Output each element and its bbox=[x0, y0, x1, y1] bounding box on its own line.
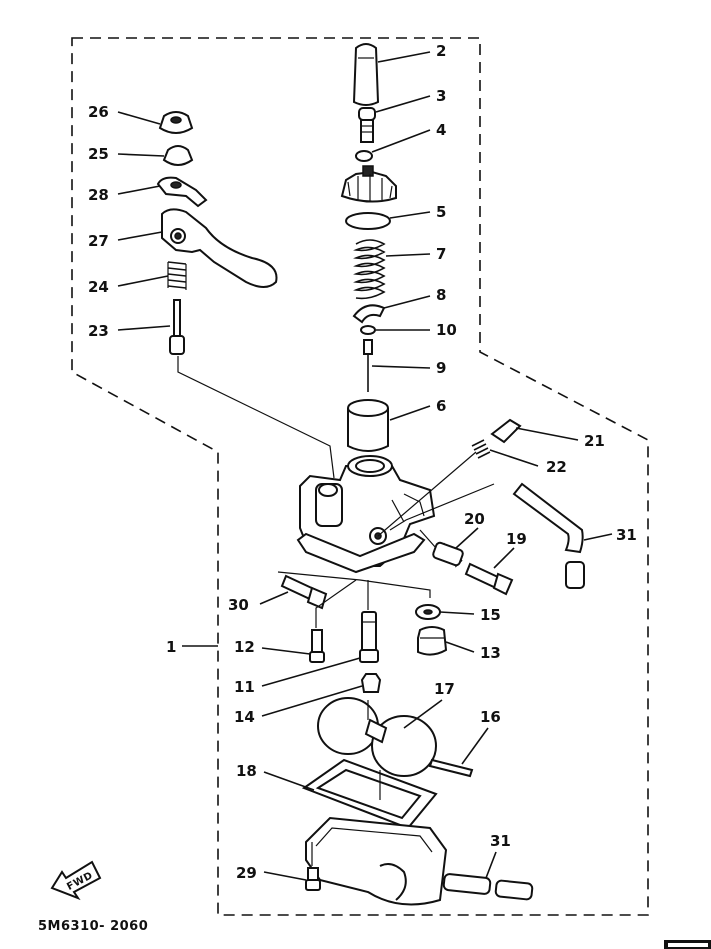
callout-15: 15 bbox=[480, 606, 501, 624]
callout-1: 1 bbox=[166, 638, 176, 656]
guide-line-vent bbox=[389, 483, 495, 531]
part-13-jet-holder bbox=[417, 626, 448, 656]
callout-24: 24 bbox=[88, 278, 109, 296]
part-29-drain-screw bbox=[305, 867, 321, 891]
carburetor-body bbox=[296, 455, 436, 574]
callout-20: 20 bbox=[464, 510, 485, 528]
part-19-throttle-stop-screw bbox=[464, 562, 514, 596]
part-26-cap bbox=[158, 111, 194, 134]
callout-6: 6 bbox=[436, 397, 446, 415]
callout-8: 8 bbox=[436, 286, 446, 304]
part-30-bolt bbox=[280, 574, 328, 610]
callout-31-top: 31 bbox=[616, 526, 637, 544]
part-6-throttle-valve bbox=[347, 399, 389, 452]
callout-25: 25 bbox=[88, 145, 109, 163]
float-bowl bbox=[305, 816, 448, 906]
part-24-spring bbox=[167, 261, 187, 290]
callout-21: 21 bbox=[584, 432, 605, 450]
fwd-arrow-icon: FWD bbox=[50, 860, 102, 901]
callout-4: 4 bbox=[436, 121, 446, 139]
part-28-bracket bbox=[156, 176, 208, 208]
part-7-throttle-spring bbox=[353, 239, 386, 300]
guide-line-underside bbox=[277, 571, 431, 598]
guide-line-throttle-stop bbox=[419, 529, 437, 549]
guide-line-air-screw bbox=[377, 451, 477, 537]
guide-line-bowl bbox=[311, 700, 381, 866]
part-31-drain-hose bbox=[442, 873, 534, 901]
part-16-float-pin bbox=[428, 758, 474, 778]
callout-3: 3 bbox=[436, 87, 446, 105]
leader-lines bbox=[117, 51, 613, 881]
callout-9: 9 bbox=[436, 359, 446, 377]
callout-22: 22 bbox=[546, 458, 567, 476]
part-21-air-screw bbox=[490, 418, 522, 444]
callout-11: 11 bbox=[234, 678, 255, 696]
part-2-rubber-cap bbox=[352, 43, 380, 106]
part-23-starter-plunger bbox=[169, 299, 185, 355]
part-8-retainer-plate bbox=[352, 304, 386, 324]
part-20-spring bbox=[432, 541, 464, 568]
callout-26: 26 bbox=[88, 103, 109, 121]
callout-13: 13 bbox=[480, 644, 501, 662]
callout-29: 29 bbox=[236, 864, 257, 882]
part-4-clip bbox=[355, 150, 373, 162]
callout-12: 12 bbox=[234, 638, 255, 656]
guide-line-jets bbox=[315, 579, 369, 628]
callout-2: 2 bbox=[436, 42, 446, 60]
part-25-washer bbox=[162, 145, 194, 166]
guide-line-starter bbox=[177, 356, 335, 479]
callout-5: 5 bbox=[436, 203, 446, 221]
callout-27: 27 bbox=[88, 232, 109, 250]
part-27-starter-lever bbox=[161, 208, 278, 288]
part-10-needle-clip bbox=[360, 325, 376, 335]
part-11-needle-jet bbox=[359, 611, 379, 663]
drawing-code: 5M6310- 2060 bbox=[38, 919, 148, 934]
part-3-adjuster bbox=[358, 107, 376, 143]
callout-31-bottom: 31 bbox=[490, 832, 511, 850]
part-22-spring bbox=[471, 439, 491, 459]
callout-10: 10 bbox=[436, 321, 457, 339]
assembly-boundary bbox=[71, 37, 649, 916]
callout-labels: 2 3 4 5 7 8 10 9 6 21 22 31 20 19 26 25 … bbox=[88, 42, 637, 882]
callout-18: 18 bbox=[236, 762, 257, 780]
part-17-float bbox=[317, 697, 437, 777]
part-12-pilot-jet bbox=[309, 629, 325, 663]
part-15-washer bbox=[415, 604, 441, 620]
callout-16: 16 bbox=[480, 708, 501, 726]
callout-7: 7 bbox=[436, 245, 446, 263]
part-31-vent-hose bbox=[512, 482, 585, 589]
callout-19: 19 bbox=[506, 530, 527, 548]
callout-23: 23 bbox=[88, 322, 109, 340]
part-5-mixing-chamber-top bbox=[340, 165, 397, 230]
callout-17: 17 bbox=[434, 680, 455, 698]
part-18-float-bowl-gasket bbox=[301, 758, 438, 830]
part-14-main-jet bbox=[360, 673, 382, 693]
callout-14: 14 bbox=[234, 708, 255, 726]
callout-28: 28 bbox=[88, 186, 109, 204]
part-9-jet-needle bbox=[363, 339, 373, 392]
corner-mark-inner bbox=[668, 943, 708, 947]
callout-30: 30 bbox=[228, 596, 249, 614]
